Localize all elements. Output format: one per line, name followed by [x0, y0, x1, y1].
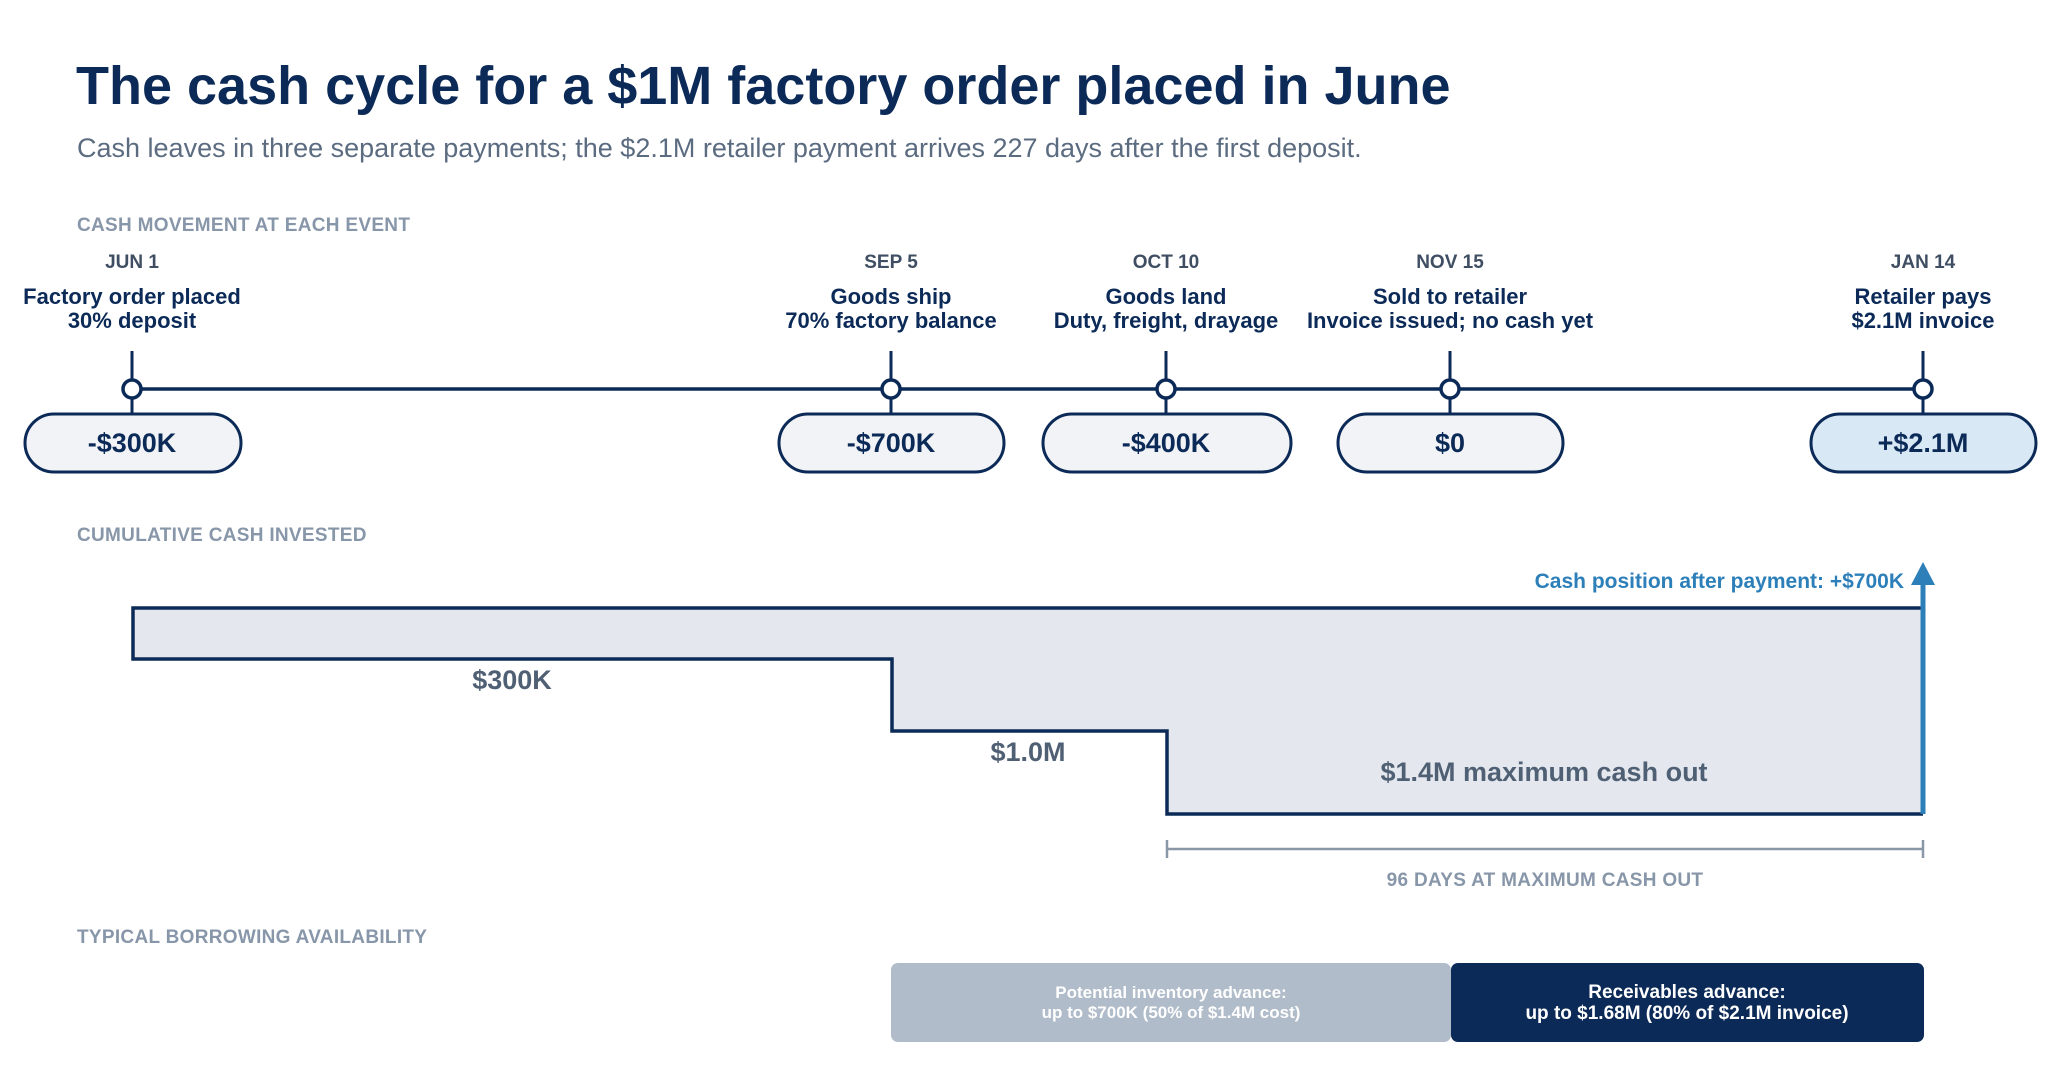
cumulative-cash-step-line — [131, 606, 1923, 816]
timeline-marker-jan-14 — [1912, 378, 1934, 400]
amount-value-sep-5: -$700K — [847, 428, 936, 458]
amount-pill-oct-10 — [1041, 412, 1293, 474]
timeline-marker-nov-15 — [1439, 378, 1461, 400]
timeline-marker-sep-5 — [880, 378, 902, 400]
timeline-marker-oct-10 — [1155, 378, 1177, 400]
cumulative-level-max: $1.4M maximum cash out — [1380, 757, 1707, 787]
page-subtitle: Cash leaves in three separate payments; … — [77, 133, 1362, 163]
cumulative-level-300k: $300K — [472, 665, 552, 695]
cumulative-level-1m: $1.0M — [990, 737, 1065, 767]
cash-position-label: Cash position after payment: +$700K — [1535, 570, 1904, 593]
inventory-advance-title: Potential inventory advance: — [1055, 983, 1286, 1002]
event-detail-invoice-issued: Invoice issued; no cash yet — [1307, 308, 1594, 333]
event-date-oct-10: OCT 10 — [1133, 252, 1200, 273]
event-detail-deposit: 30% deposit — [68, 308, 197, 333]
event-date-jun-1: JUN 1 — [105, 252, 159, 273]
amount-value-oct-10: -$400K — [1122, 428, 1211, 458]
event-title-retailer-pays: Retailer pays — [1855, 284, 1992, 309]
event-title-goods-ship: Goods ship — [831, 284, 952, 309]
amount-value-nov-15: $0 — [1435, 428, 1465, 458]
receivables-advance-detail: up to $1.68M (80% of $2.1M invoice) — [1525, 1003, 1848, 1024]
amount-pill-sep-5 — [777, 412, 1006, 474]
section-label-cash-movement: CASH MOVEMENT AT EACH EVENT — [77, 215, 410, 236]
receivables-advance-title: Receivables advance: — [1588, 982, 1786, 1003]
amount-pill-jun-1 — [23, 412, 243, 474]
event-date-nov-15: NOV 15 — [1416, 252, 1484, 273]
amount-value-jan-14: +$2.1M — [1878, 428, 1969, 458]
event-detail-invoice-amount: $2.1M invoice — [1851, 308, 1994, 333]
receivables-advance-bar — [1451, 963, 1924, 1042]
inventory-advance-bar — [891, 963, 1451, 1042]
section-label-cumulative: CUMULATIVE CASH INVESTED — [77, 525, 367, 546]
amount-pill-nov-15 — [1336, 412, 1565, 474]
event-date-sep-5: SEP 5 — [864, 252, 918, 273]
duration-label: 96 DAYS AT MAXIMUM CASH OUT — [1387, 870, 1704, 891]
page-title: The cash cycle for a $1M factory order p… — [76, 56, 1451, 116]
event-title-sold-to-retailer: Sold to retailer — [1373, 284, 1527, 309]
section-label-borrowing: TYPICAL BORROWING AVAILABILITY — [77, 927, 427, 948]
inflow-arrow-head — [1911, 562, 1935, 585]
event-detail-duty-freight: Duty, freight, drayage — [1054, 308, 1279, 333]
timeline-marker-jun-1 — [121, 378, 143, 400]
event-title-order-placed: Factory order placed — [23, 284, 241, 309]
amount-value-jun-1: -$300K — [88, 428, 177, 458]
event-detail-factory-balance: 70% factory balance — [785, 308, 997, 333]
inventory-advance-detail: up to $700K (50% of $1.4M cost) — [1042, 1003, 1301, 1022]
cumulative-cash-area — [133, 608, 1923, 814]
event-date-jan-14: JAN 14 — [1891, 252, 1956, 273]
amount-pill-jan-14 — [1809, 412, 2038, 474]
event-title-goods-land: Goods land — [1106, 284, 1227, 309]
